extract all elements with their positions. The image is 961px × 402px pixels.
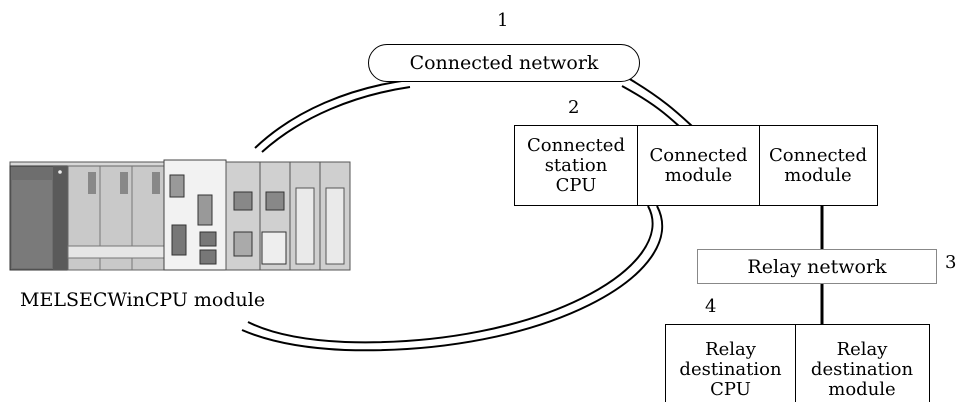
relay-destination-module: Relay destination module bbox=[810, 338, 914, 400]
relay-destination-box: Relay destination CPU Relay destination … bbox=[665, 324, 930, 402]
label-2: 2 bbox=[568, 97, 580, 118]
upper-cable-inner bbox=[261, 86, 411, 153]
label-4: 4 bbox=[705, 296, 717, 317]
network-to-module-outer bbox=[627, 77, 694, 128]
lower-cable-inner bbox=[241, 205, 664, 352]
label-1: 1 bbox=[497, 10, 509, 31]
connected-module-2: Connected module bbox=[769, 144, 867, 186]
relay-network-node: Relay network bbox=[697, 249, 937, 284]
plc-rack-illustration bbox=[9, 159, 351, 271]
connected-network-node: Connected network bbox=[368, 44, 640, 82]
connected-station-box: Connected station CPU Connected module C… bbox=[514, 125, 878, 206]
relay-destination-cpu: Relay destination CPU bbox=[666, 325, 796, 402]
connected-module-1: Connected module bbox=[638, 126, 760, 205]
connected-station-cpu: Connected station CPU bbox=[515, 126, 638, 205]
network-to-module-inner bbox=[621, 85, 681, 128]
upper-cable-outer bbox=[254, 79, 409, 149]
lower-cable-outer bbox=[247, 205, 654, 344]
plc-caption: MELSECWinCPU module bbox=[20, 289, 266, 311]
label-3: 3 bbox=[945, 252, 957, 273]
